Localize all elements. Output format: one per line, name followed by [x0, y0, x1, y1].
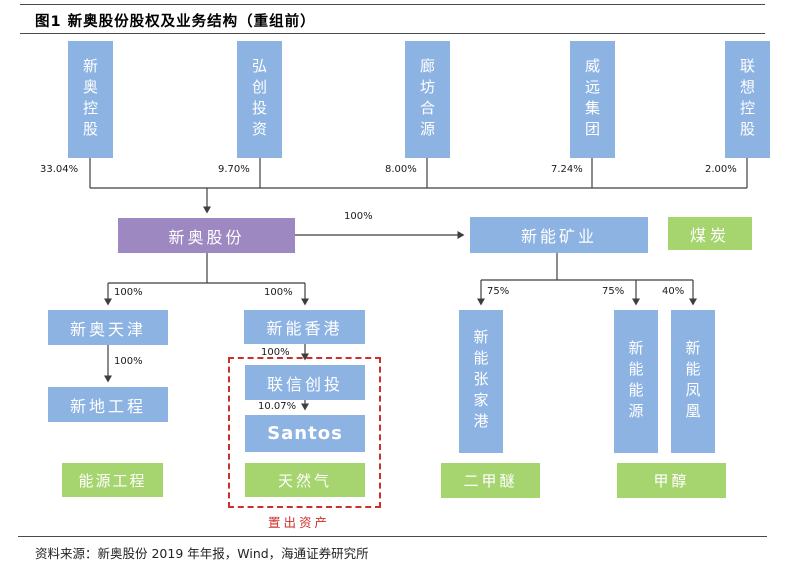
top-rule [20, 4, 765, 5]
figure-title: 图1 新奥股份股权及业务结构（重组前） [35, 14, 316, 30]
org-node-xinneng-phoenix: 新能凤凰 [671, 310, 715, 453]
org-node-xinneng-zhangjiagang: 新能张家港 [459, 310, 503, 453]
stake-label-zhangjiagang: 75% [487, 286, 510, 297]
org-node-santos: Santos [245, 415, 365, 452]
org-node-langfang-heyuan: 廊坊合源 [405, 41, 450, 158]
stake-label-langfang: 8.00% [385, 164, 417, 175]
org-node-lianxin-ventures: 联信创投 [245, 365, 365, 400]
stake-label-hongchuang: 9.70% [218, 164, 250, 175]
stake-label-xinneng-phoenix: 40% [662, 286, 685, 297]
org-node-xinao-shares: 新奥股份 [118, 218, 295, 253]
org-node-xindi-engineering: 新地工程 [48, 387, 168, 422]
source-note: 资料来源：新奥股份 2019 年年报，Wind，海通证券研究所 [35, 546, 369, 561]
stake-label-hongkong: 100% [264, 287, 293, 298]
stake-label-lenovo: 2.00% [705, 164, 737, 175]
org-node-xinneng-mining: 新能矿业 [470, 217, 648, 253]
business-node-natural-gas: 天然气 [245, 463, 365, 497]
divested-assets-outline [228, 357, 381, 508]
business-node-dimethyl-ether: 二甲醚 [441, 463, 540, 498]
org-node-lenovo-holdings: 联想控股 [725, 41, 770, 158]
org-node-weiyuan-group: 威远集团 [570, 41, 615, 158]
org-node-xinao-tianjin: 新奥天津 [48, 310, 168, 345]
business-node-coal: 煤炭 [668, 217, 752, 250]
stake-label-weiyuan: 7.24% [551, 164, 583, 175]
business-node-methanol: 甲醇 [617, 463, 726, 498]
org-node-xinao-holdings: 新奥控股 [68, 41, 113, 158]
org-node-hongchuang-investment: 弘创投资 [237, 41, 282, 158]
org-node-xinneng-energy: 新能能源 [614, 310, 658, 453]
business-node-energy-engineering: 能源工程 [62, 463, 163, 497]
org-node-xinneng-hongkong: 新能香港 [244, 310, 365, 344]
stake-label-lianxin: 100% [261, 347, 290, 358]
stake-label-xindi: 100% [114, 356, 143, 367]
stake-label-tianjin: 100% [114, 287, 143, 298]
stake-label-xinao-holdings: 33.04% [40, 164, 79, 175]
source-rule [18, 536, 767, 537]
title-underline [20, 33, 765, 34]
stake-label-santos: 10.07% [258, 401, 297, 412]
stake-label-mining: 100% [344, 211, 373, 222]
divested-assets-label: 置出资产 [268, 515, 331, 530]
stake-label-xinneng-energy: 75% [602, 286, 625, 297]
